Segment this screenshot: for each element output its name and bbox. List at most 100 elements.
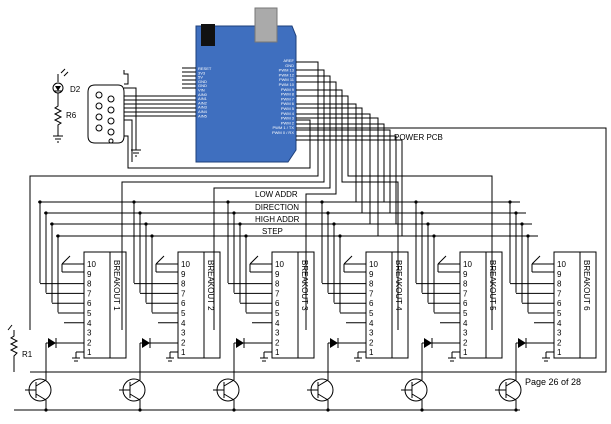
db9-wires bbox=[123, 70, 311, 169]
arduino-left-pin-label: 3V3 bbox=[198, 70, 206, 75]
led-d2: D2 bbox=[52, 68, 81, 102]
led-icon bbox=[330, 338, 338, 348]
arduino-right-pin-label: AREF bbox=[283, 58, 294, 63]
led-icon bbox=[142, 338, 150, 348]
breakout-pin-number: 1 bbox=[463, 348, 468, 357]
transistor-icon bbox=[119, 343, 146, 412]
arduino-left-pin-label: VIN bbox=[198, 88, 205, 93]
breakout-pin-number: 7 bbox=[557, 289, 562, 298]
breakout-pin-number: 3 bbox=[87, 329, 92, 338]
transistor-icon bbox=[307, 343, 334, 412]
breakout-pin-number: 9 bbox=[463, 270, 468, 279]
breakout-body bbox=[579, 251, 597, 359]
page-number: Page 26 of 28 bbox=[525, 377, 581, 387]
breakout-pin-number: 3 bbox=[275, 329, 280, 338]
breakout-pin-number: 7 bbox=[275, 289, 280, 298]
breakout-pin-number: 9 bbox=[181, 270, 186, 279]
breakout-pin-number: 4 bbox=[369, 319, 374, 328]
arduino-left-pin-label: GND bbox=[198, 79, 207, 84]
transistor-icon bbox=[25, 343, 52, 412]
arduino-signal-wires: POWER PCB bbox=[29, 61, 607, 373]
breakout-pin-number: 9 bbox=[275, 270, 280, 279]
breakout-pin-number: 10 bbox=[181, 260, 190, 269]
breakout-pin-number: 5 bbox=[463, 309, 468, 318]
breakout-label: BREAKOUT 2 bbox=[206, 260, 215, 311]
arduino-right-pin-label: PWM 12 bbox=[279, 72, 295, 77]
arduino-right-pin-label: PWM 11 bbox=[279, 77, 295, 82]
breakout-body bbox=[297, 251, 315, 359]
breakout-pin-number: 3 bbox=[369, 329, 374, 338]
direction-label: DIRECTION bbox=[255, 203, 299, 212]
arduino-right-pin-label: PWM 10 bbox=[279, 82, 295, 87]
breakout-pin-number: 5 bbox=[369, 309, 374, 318]
led-icon bbox=[48, 338, 56, 348]
breakout-pin-number: 6 bbox=[369, 299, 374, 308]
breakout-body bbox=[109, 251, 127, 359]
breakout-body bbox=[203, 251, 221, 359]
arduino-right-pin-label: PWM 0 / RX bbox=[272, 130, 294, 135]
breakout-pin-number: 5 bbox=[87, 309, 92, 318]
breakout-pin-number: 7 bbox=[369, 289, 374, 298]
breakout-pin-number: 6 bbox=[181, 299, 186, 308]
breakout-pin-number: 2 bbox=[181, 338, 186, 347]
breakout-pin-number: 7 bbox=[463, 289, 468, 298]
transistor-icon bbox=[495, 343, 522, 412]
breakout-pin-number: 7 bbox=[87, 289, 92, 298]
breakout-pin-number: 4 bbox=[87, 319, 92, 328]
arduino-right-pin-label: PWM 5 bbox=[281, 106, 295, 111]
breakout-pin-number: 4 bbox=[557, 319, 562, 328]
breakout-pin-number: 6 bbox=[463, 299, 468, 308]
breakout-pin-number: 10 bbox=[557, 260, 566, 269]
usb-port bbox=[254, 7, 278, 43]
resistor-r1: R1 bbox=[7, 324, 33, 372]
breakout-body bbox=[391, 251, 409, 359]
arduino-right-pin-label: PWM 4 bbox=[281, 111, 295, 116]
arduino-left-pin-label: AIN2 bbox=[198, 100, 208, 105]
transistor-icon bbox=[401, 343, 428, 412]
arduino-left-pin-label: GND bbox=[198, 83, 207, 88]
breakout-pin-number: 6 bbox=[87, 299, 92, 308]
step-label: STEP bbox=[262, 227, 283, 236]
breakout-pin-number: 5 bbox=[181, 309, 186, 318]
arduino-left-pin-label: AIN3 bbox=[198, 105, 208, 110]
breakout-pin-number: 5 bbox=[275, 309, 280, 318]
arduino-right-pin-label: PWM 6 bbox=[281, 101, 295, 106]
bus-lines: LOW ADDR DIRECTION HIGH ADDR STEP bbox=[38, 190, 538, 237]
breakout-pin-number: 5 bbox=[557, 309, 562, 318]
arduino-right-pin-label: PWM 2 bbox=[281, 120, 295, 125]
breakout-pin-number: 3 bbox=[557, 329, 562, 338]
breakout-pin-number: 1 bbox=[181, 348, 186, 357]
high-addr-label: HIGH ADDR bbox=[255, 215, 300, 224]
breakout-pin-number: 3 bbox=[463, 329, 468, 338]
r1-label: R1 bbox=[22, 350, 33, 359]
breakout-label: BREAKOUT 6 bbox=[582, 260, 591, 311]
breakout-pin-number: 10 bbox=[369, 260, 378, 269]
breakout-pin-number: 1 bbox=[275, 348, 280, 357]
breakout-pin-number: 3 bbox=[181, 329, 186, 338]
arduino-left-pin-label: RESET bbox=[198, 66, 212, 71]
dc-jack bbox=[201, 24, 215, 46]
arduino-left-pin-label: 5V bbox=[198, 75, 203, 80]
breakout-pin-number: 8 bbox=[275, 280, 280, 289]
breakout-pin-number: 1 bbox=[557, 348, 562, 357]
breakout-pin-number: 1 bbox=[369, 348, 374, 357]
breakout-pin-number: 8 bbox=[181, 280, 186, 289]
breakout-label: BREAKOUT 5 bbox=[488, 260, 497, 311]
breakout-label: BREAKOUT 3 bbox=[300, 260, 309, 311]
breakout-pin-number: 2 bbox=[463, 338, 468, 347]
breakout-pin-number: 9 bbox=[557, 270, 562, 279]
breakout-pin-number: 6 bbox=[275, 299, 280, 308]
arduino-right-pin-label: PWM 13 bbox=[279, 68, 295, 73]
transistor-icon bbox=[213, 343, 240, 412]
breakout-pin-number: 9 bbox=[369, 270, 374, 279]
breakout-body bbox=[485, 251, 503, 359]
arduino-left-header bbox=[182, 67, 196, 89]
breakout-pin-number: 4 bbox=[181, 319, 186, 328]
arduino-right-pin-label: PWM 7 bbox=[281, 96, 295, 101]
breakout-pin-number: 1 bbox=[87, 348, 92, 357]
breakout-pin-number: 2 bbox=[369, 338, 374, 347]
arduino-right-pin-label: PWM 1 / TX bbox=[273, 125, 295, 130]
